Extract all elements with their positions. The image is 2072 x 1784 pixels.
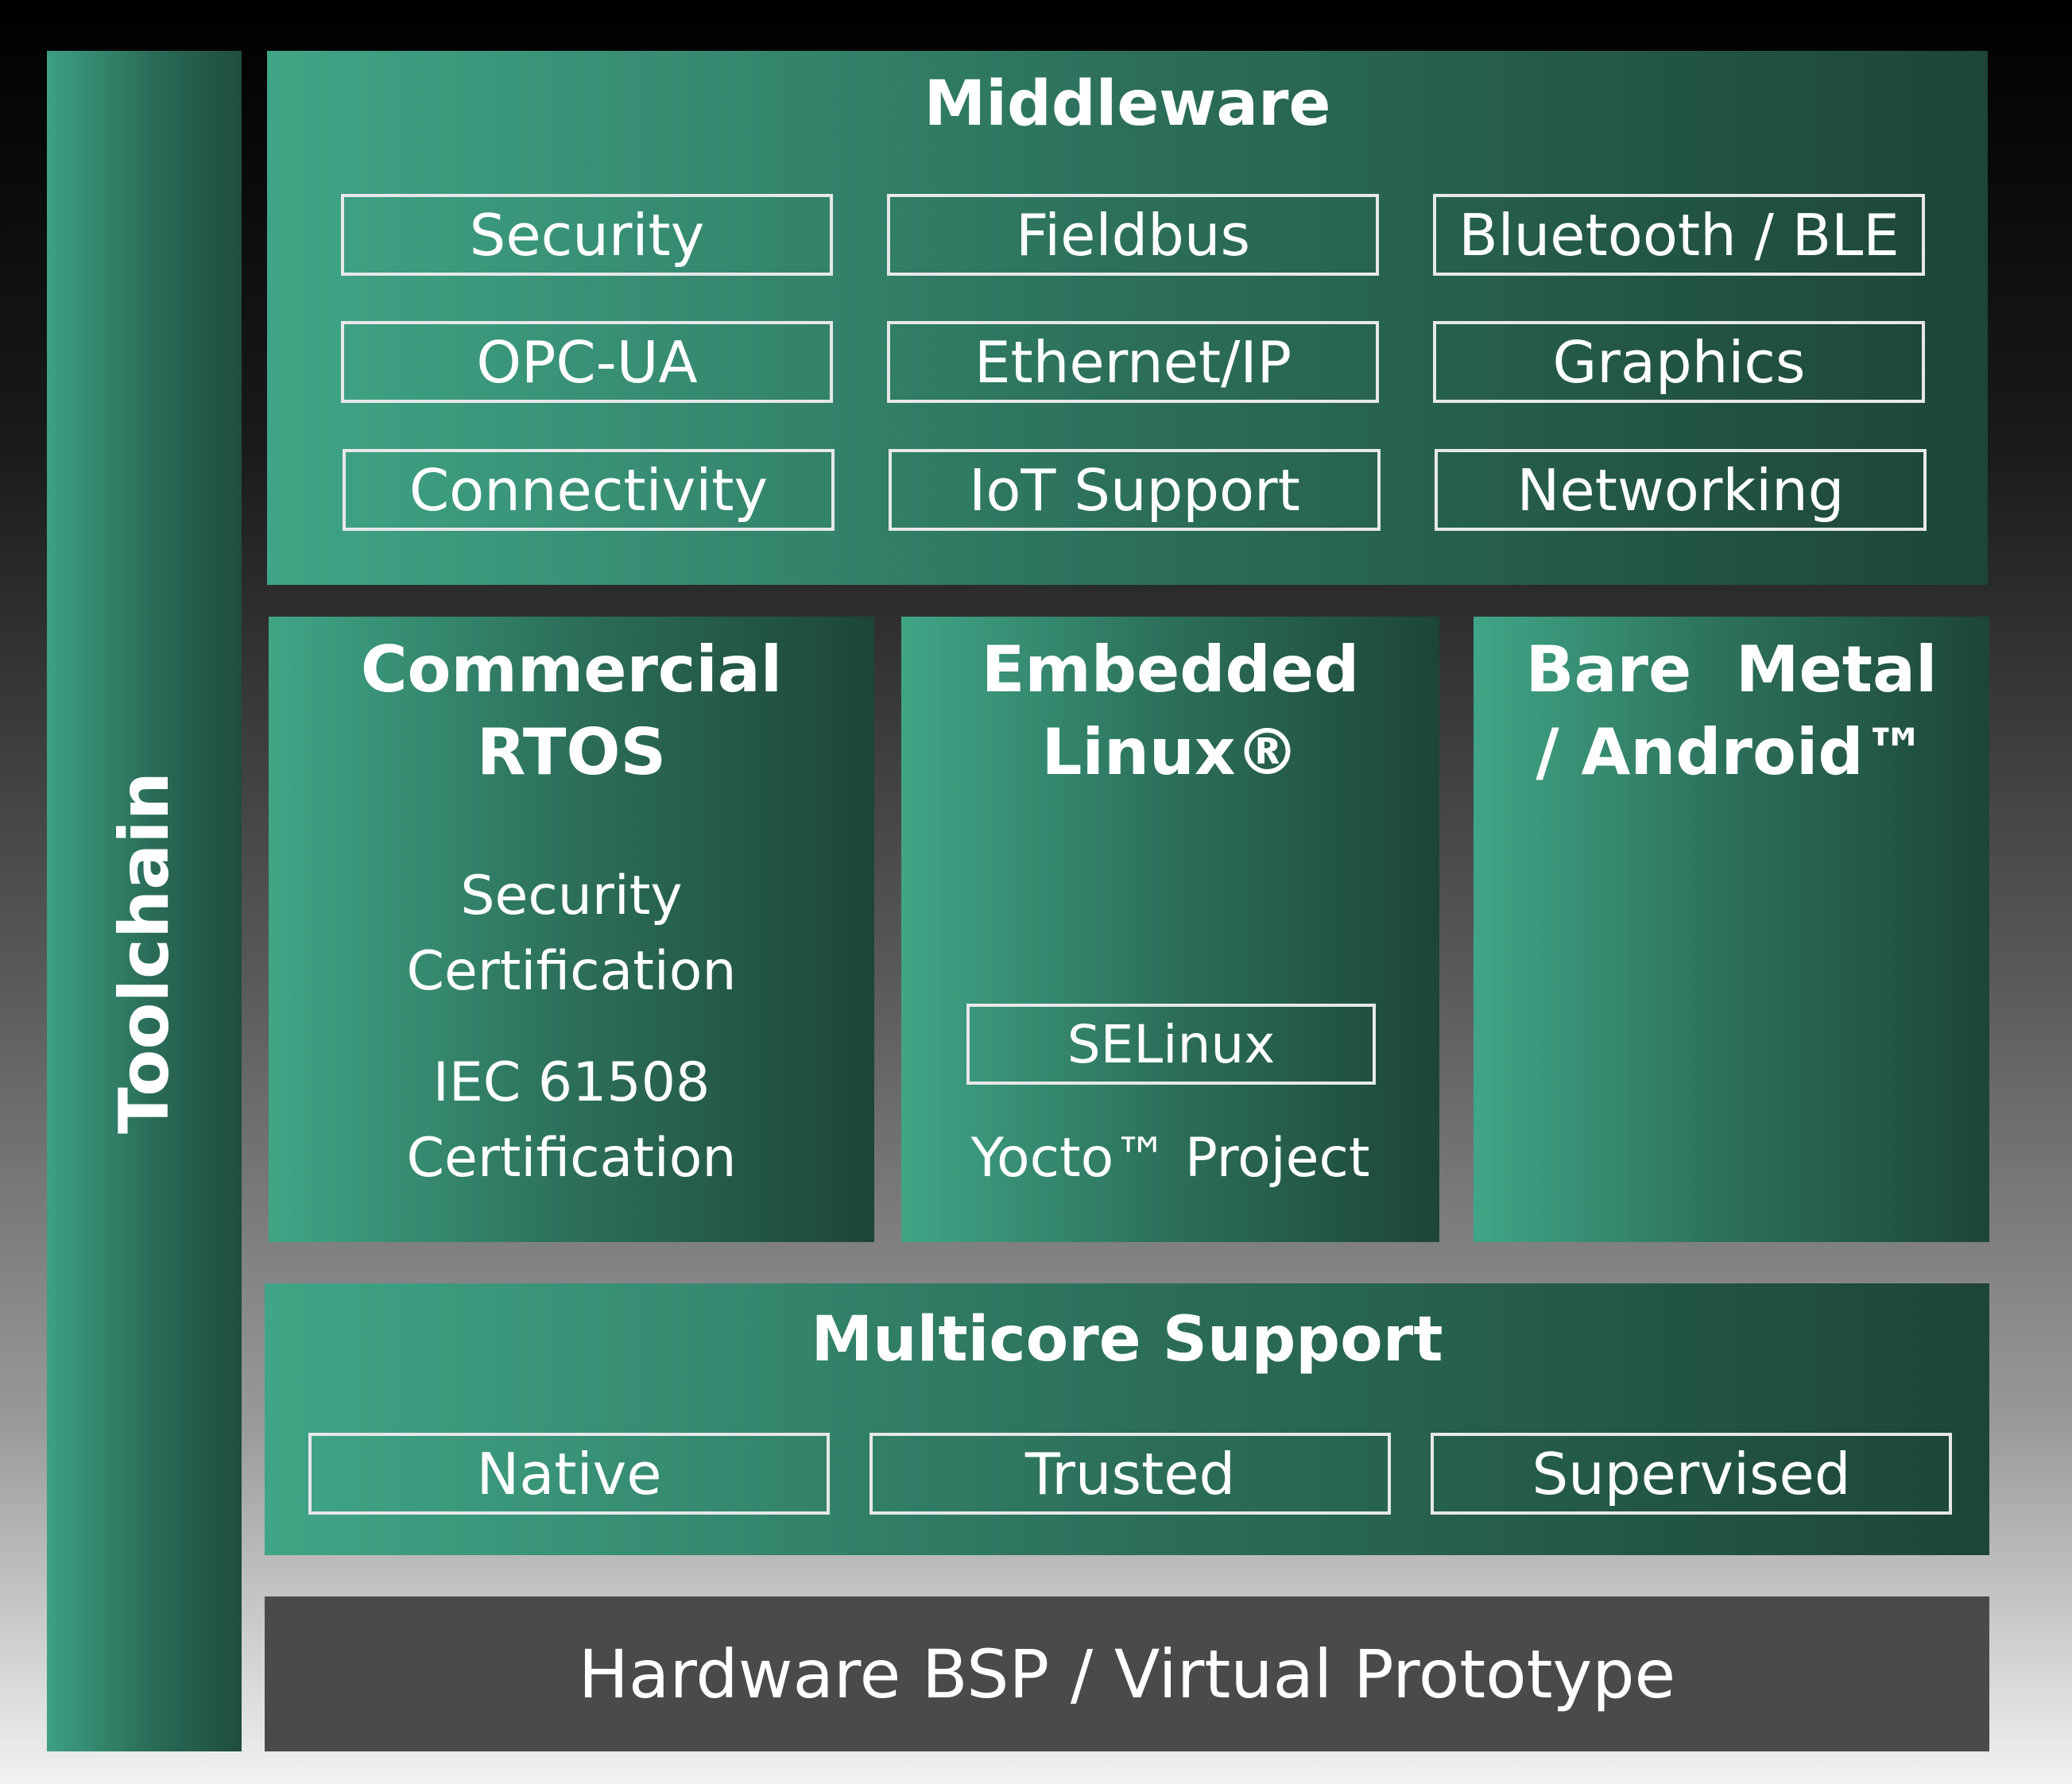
middleware-item-iot-support: IoT Support [889,449,1381,531]
rtos-security-line: Security [460,865,683,927]
middleware-item-graphics: Graphics [1433,321,1925,403]
rtos-security-certification-line: Certification [406,940,737,1003]
middleware-item-security: Security [341,194,833,276]
rtos-iec-line: IEC 61508 [432,1051,711,1114]
multicore-panel: Multicore Support Native Trusted Supervi… [265,1283,1989,1555]
multicore-title: Multicore Support [811,1304,1443,1376]
toolchain-label: Toolchain [104,772,184,1134]
rtos-iec-certification-line: Certification [406,1127,737,1190]
rtos-panel: Commercial RTOS Security Certification I… [269,617,874,1242]
middleware-item-bluetooth: Bluetooth / BLE [1433,194,1925,276]
rtos-title-line1: Commercial [360,633,783,706]
middleware-item-connectivity: Connectivity [343,449,835,531]
multicore-item-supervised: Supervised [1431,1433,1952,1515]
middleware-item-ethernetip: Ethernet/IP [887,321,1379,403]
baremetal-title-line2: / Android™ [1536,715,1927,789]
middleware-item-fieldbus: Fieldbus [887,194,1379,276]
yocto-project-line: Yocto™ Project [970,1127,1370,1190]
linux-panel: Embedded Linux® SELinux Yocto™ Project [901,617,1439,1242]
baremetal-title-line1: Bare Metal [1525,633,1938,706]
multicore-item-native: Native [308,1433,830,1515]
hardware-bsp-panel: Hardware BSP / Virtual Prototype [265,1596,1989,1751]
middleware-title: Middleware [924,68,1331,140]
baremetal-panel: Bare Metal / Android™ [1474,617,1989,1242]
linux-title-line1: Embedded [981,633,1360,706]
rtos-title-line2: RTOS [476,715,667,789]
middleware-panel: Middleware Security Fieldbus Bluetooth /… [267,51,1988,585]
middleware-item-opcua: OPC-UA [341,321,833,403]
toolchain-bar: Toolchain [47,51,242,1751]
middleware-item-networking: Networking [1435,449,1927,531]
selinux-box: SELinux [966,1004,1376,1085]
multicore-item-trusted: Trusted [869,1433,1391,1515]
linux-title-line2: Linux® [1041,715,1299,789]
